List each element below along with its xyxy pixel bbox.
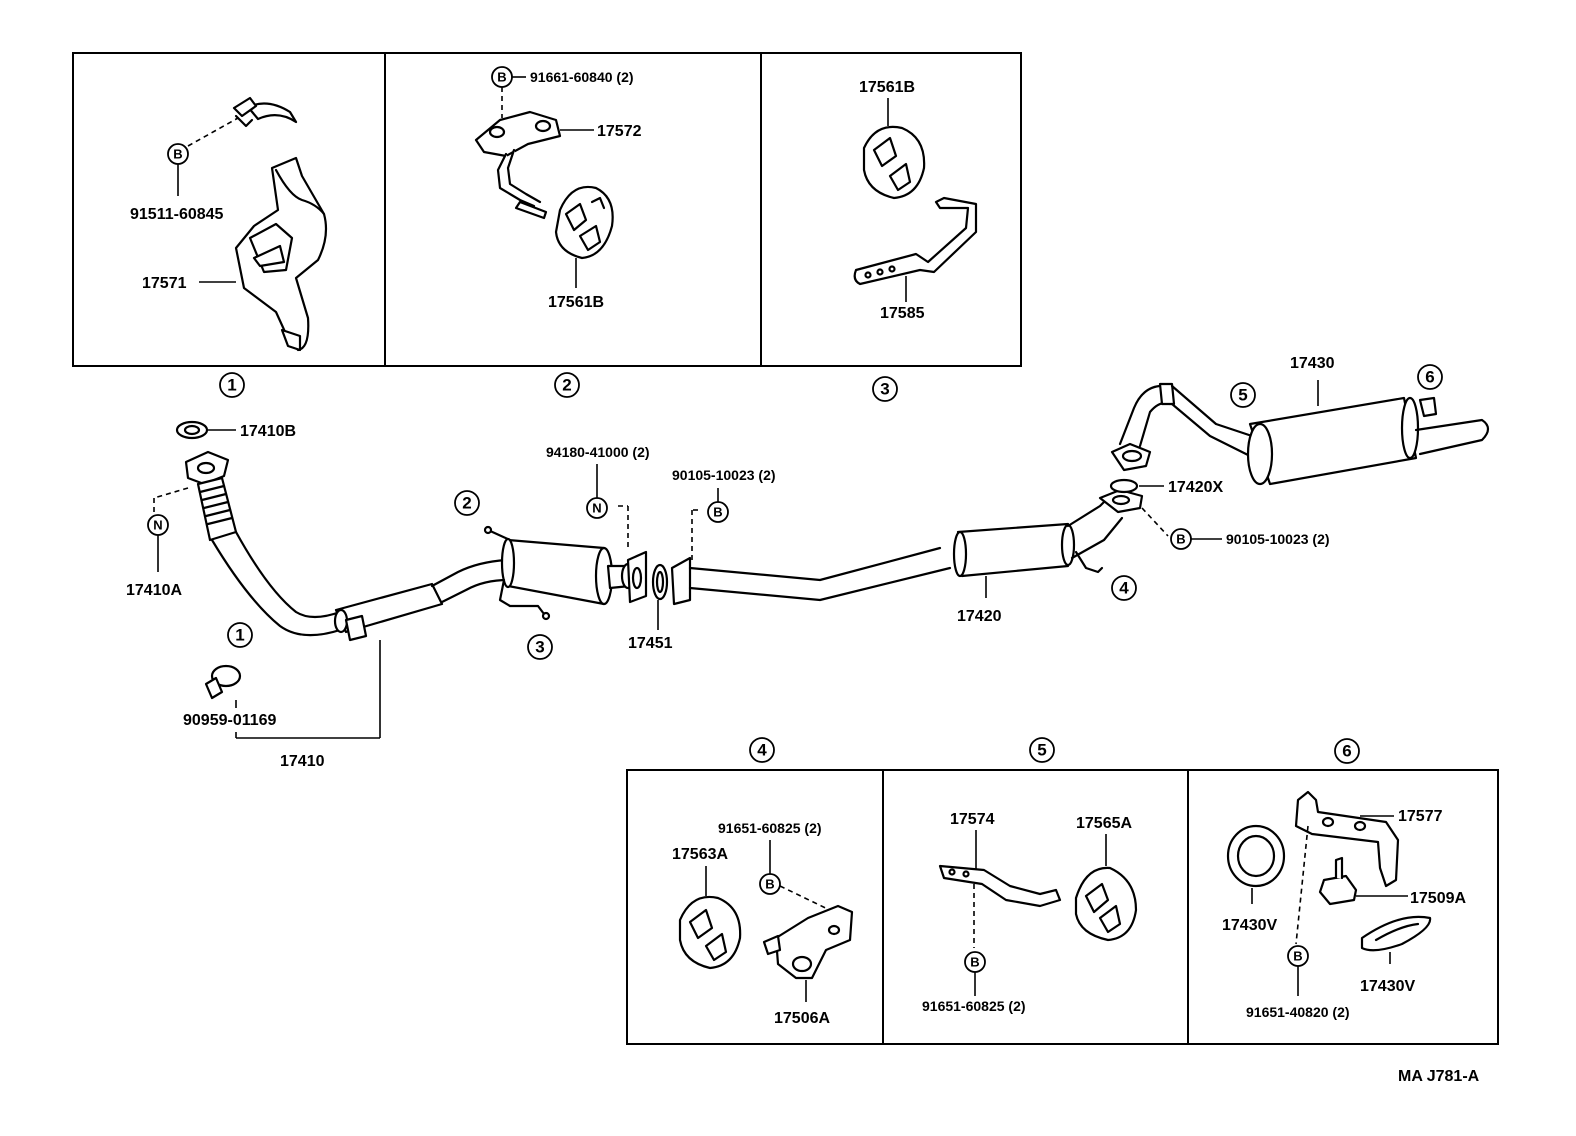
label-91511-60845: 91511-60845 [130, 206, 224, 223]
label-17571: 17571 [142, 275, 187, 292]
callout-6-icon [1334, 738, 1360, 764]
gasket-17420x-part [1109, 478, 1139, 494]
callout-3-main: 3 [535, 638, 544, 657]
center-pipe-17420-part [670, 494, 1124, 606]
callout-5-icon [1029, 737, 1055, 763]
rubber-hanger-17565a-part [1074, 866, 1138, 942]
bolt-marker-rear: B [1176, 532, 1185, 547]
detail-box-4: 91651-60825 (2) B 17563A 17506A [672, 820, 854, 1027]
label-90959-01169: 90959-01169 [183, 712, 277, 729]
label-17577: 17577 [1398, 808, 1443, 825]
detail-box-1: B 91511-60845 17571 [130, 96, 328, 352]
label-17561B-box2: 17561B [548, 294, 604, 311]
label-17574: 17574 [950, 811, 995, 828]
main-assembly: 17410B N 17410A 1 90959-01169 [126, 355, 1490, 770]
nut-marker-front: N [153, 518, 162, 533]
label-17410B: 17410B [240, 423, 296, 440]
label-17420: 17420 [957, 608, 1002, 625]
label-17430: 17430 [1290, 355, 1335, 372]
label-17509A: 17509A [1410, 890, 1466, 907]
bolt-marker-box4: B [765, 877, 774, 892]
nut-marker-center: N [592, 501, 601, 516]
bolt-marker-icon [759, 873, 781, 895]
callout-1-main-icon [227, 622, 253, 648]
label-17410: 17410 [280, 753, 325, 770]
label-17430V-ring: 17430V [1360, 978, 1415, 995]
label-91651-60825-box4: 91651-60825 (2) [718, 820, 822, 836]
callout-6: 6 [1342, 742, 1351, 761]
bracket-17577-part [1294, 790, 1400, 888]
callout-2-main: 2 [462, 494, 471, 513]
detail-box-3: 17561B 17585 [853, 79, 978, 322]
label-17410A: 17410A [126, 582, 182, 599]
callout-4: 4 [757, 741, 767, 760]
bracket-17506a-part [762, 904, 854, 980]
label-91661-60840: 91661-60840 (2) [530, 69, 634, 85]
drawing-code: MA J781-A [1398, 1068, 1480, 1085]
detail-box-2: B 91661-60840 (2) 17572 17561B [474, 66, 642, 311]
callout-3-main-icon [527, 634, 553, 660]
rubber-hanger-17561b-part [554, 185, 614, 260]
top-detail-frame [72, 52, 1022, 367]
rubber-mount-17509a-part [1318, 856, 1358, 906]
label-17585: 17585 [880, 305, 925, 322]
callout-2-main-icon [454, 490, 480, 516]
callout-5: 5 [1037, 741, 1046, 760]
callout-4-icon [749, 737, 775, 763]
rubber-hanger-17561b-part [862, 125, 926, 200]
callout-6-main: 6 [1425, 368, 1434, 387]
pre-muffler-part [483, 525, 636, 621]
label-94180-41000: 94180-41000 (2) [546, 444, 650, 460]
label-90105-10023-center: 90105-10023 (2) [672, 467, 776, 483]
bolt-marker: B [173, 147, 182, 162]
bottom-detail-frame [626, 769, 1499, 1045]
callout-6-main-icon [1417, 364, 1443, 390]
callout-5-main: 5 [1238, 386, 1247, 405]
exhaust-clamp-part [232, 96, 298, 128]
label-90105-10023-rear: 90105-10023 (2) [1226, 531, 1330, 547]
cushion-17430v-part [1226, 824, 1286, 888]
detail-box-6: 17577 17430V 17509A 17430V B 91651-40820… [1222, 790, 1466, 1020]
ring-17430v-part [1360, 915, 1432, 952]
callout-1: 1 [227, 376, 236, 395]
clamp-90959-part [204, 664, 242, 700]
label-91651-40820: 91651-40820 (2) [1246, 1004, 1350, 1020]
bolt-marker-box6: B [1293, 949, 1302, 964]
label-17572: 17572 [597, 123, 642, 140]
box-callouts: 1 2 3 [219, 372, 898, 402]
bolt-marker: B [497, 70, 506, 85]
bolt-marker-center: B [713, 505, 722, 520]
bracket-17571-part [234, 156, 328, 352]
callout-3-icon [872, 376, 898, 402]
label-17563A: 17563A [672, 846, 728, 863]
callout-1-icon [219, 372, 245, 398]
label-17430V-cushion: 17430V [1222, 917, 1277, 934]
detail-box-5: 17574 B 91651-60825 (2) 17565A [922, 811, 1138, 1014]
label-17451: 17451 [628, 635, 673, 652]
callout-4-main: 4 [1119, 579, 1129, 598]
bottom-callouts: 4 5 6 [749, 737, 1360, 764]
front-pipe-17410-part [184, 450, 510, 642]
label-17420X: 17420X [1168, 479, 1223, 496]
label-17506A: 17506A [774, 1010, 830, 1027]
callout-2-icon [554, 372, 580, 398]
label-91651-60825-box5: 91651-60825 (2) [922, 998, 1026, 1014]
label-17565A: 17565A [1076, 815, 1132, 832]
bracket-17585-part [853, 196, 978, 286]
tail-pipe-17430-part [1110, 382, 1490, 486]
bracket-17572-part [474, 110, 562, 220]
callout-2: 2 [562, 376, 571, 395]
callout-4-main-icon [1111, 575, 1137, 601]
callout-3: 3 [880, 380, 889, 399]
rubber-hanger-17563a-part [678, 895, 742, 970]
bolt-marker-box5: B [970, 955, 979, 970]
bracket-17574-part [938, 864, 1062, 908]
callout-1-main: 1 [235, 626, 244, 645]
callout-5-main-icon [1230, 382, 1256, 408]
label-17561B-box3: 17561B [859, 79, 915, 96]
